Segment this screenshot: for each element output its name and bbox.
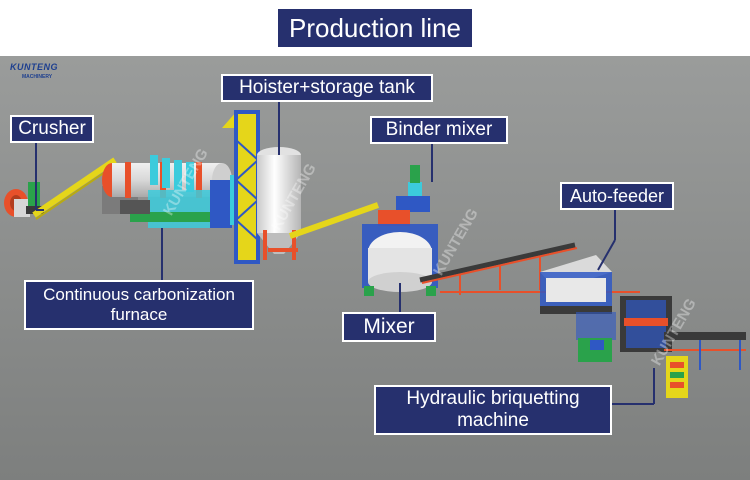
pointer-lines	[35, 100, 655, 405]
crusher-label: Crusher	[10, 115, 94, 143]
binder-mixer-machine	[378, 165, 430, 226]
hoister-storage-tank	[222, 110, 301, 264]
binder-mixer-label: Binder mixer	[370, 116, 508, 144]
binder-mixer-label-text: Binder mixer	[385, 119, 493, 141]
mixer-label: Mixer	[342, 312, 436, 342]
hydraulic-label-line2: machine	[457, 410, 529, 431]
crusher-label-text: Crusher	[18, 118, 86, 140]
page-title: Production line	[276, 7, 474, 49]
mixer-label-text: Mixer	[363, 314, 415, 338]
auto-feeder-label-text: Auto-feeder	[569, 185, 665, 206]
carbonization-label-line1: Continuous carbonization	[43, 285, 235, 305]
hydraulic-label-line1: Hydraulic briquetting	[406, 388, 580, 410]
hoister-label: Hoister+storage tank	[221, 74, 433, 102]
auto-feeder-label: Auto-feeder	[560, 182, 674, 210]
hoister-label-text: Hoister+storage tank	[239, 77, 415, 99]
kunteng-logo: KUNTENG MACHINERY	[6, 62, 68, 94]
hydraulic-briquetting-machine	[578, 296, 746, 398]
conveyor-1	[289, 202, 379, 239]
carbonization-label: Continuous carbonization furnace	[24, 280, 254, 330]
auto-feeder-machine	[540, 255, 616, 340]
logo-brand-text: KUNTENG	[10, 62, 58, 72]
logo-sub-text: MACHINERY	[22, 74, 53, 80]
hydraulic-label: Hydraulic briquetting machine	[374, 385, 612, 435]
carbonization-label-line2: furnace	[110, 305, 168, 324]
page-title-text: Production line	[289, 12, 461, 43]
